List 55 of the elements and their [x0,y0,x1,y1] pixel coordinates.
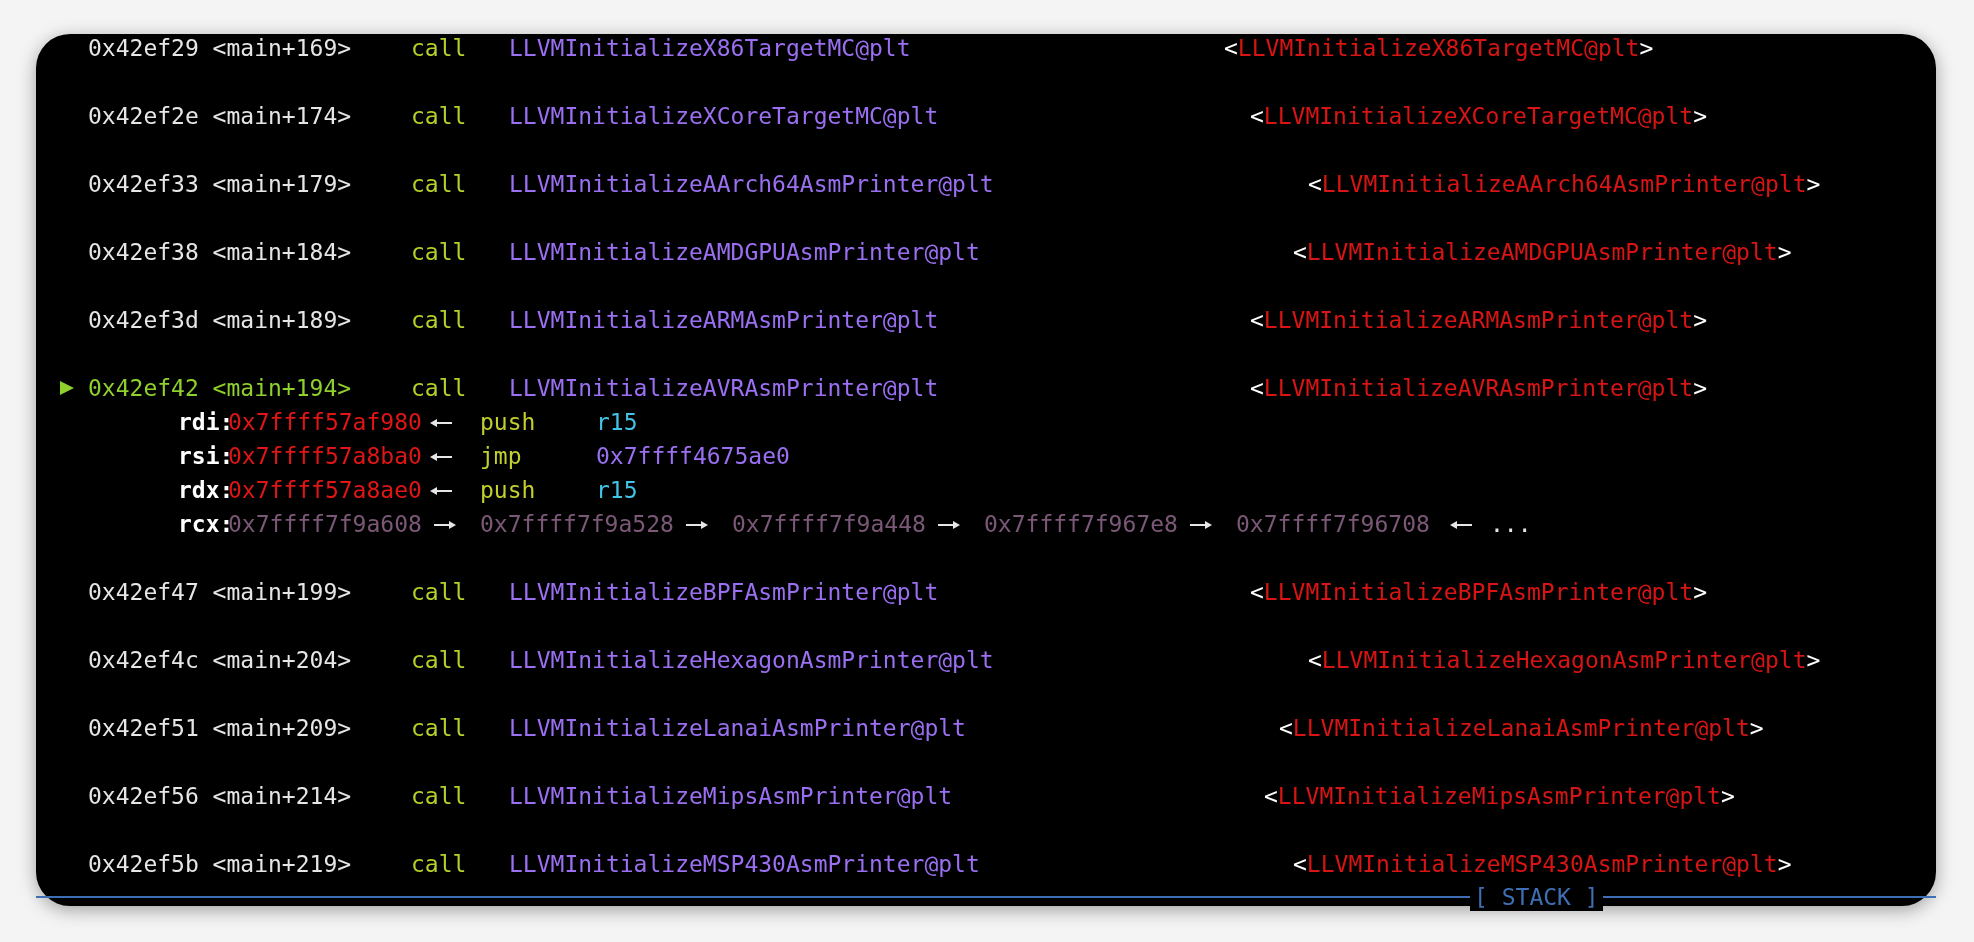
instruction-address: 0x42ef51 <main+209> [88,714,352,742]
call-operand-symbol: LLVMInitializeAMDGPUAsmPrinter@plt [509,238,980,266]
call-target-symbol: <LLVMInitializeAArch64AsmPrinter@plt> [1308,170,1821,198]
pointer-chain-value: 0x7ffff7f96708 [1236,510,1430,538]
call-target-symbol: <LLVMInitializeAMDGPUAsmPrinter@plt> [1293,238,1792,266]
instruction-operand: 0x7ffff4675ae0 [596,442,790,470]
instruction-mnemonic: push [480,408,536,436]
call-operand-symbol: LLVMInitializeHexagonAsmPrinter@plt [509,646,994,674]
instruction-mnemonic: call [411,306,467,334]
instruction-operand: r15 [596,408,638,436]
instruction-address: 0x42ef38 <main+184> [88,238,352,266]
call-operand-symbol: LLVMInitializeMipsAsmPrinter@plt [509,782,953,810]
instruction-mnemonic: jmp [480,442,522,470]
instruction-address: 0x42ef42 <main+194> [88,374,352,402]
instruction-address: 0x42ef29 <main+169> [88,34,352,62]
instruction-operand: r15 [596,476,638,504]
instruction-address: 0x42ef33 <main+179> [88,170,352,198]
instruction-mnemonic: call [411,34,467,62]
instruction-address: 0x42ef4c <main+204> [88,646,352,674]
instruction-mnemonic: call [411,578,467,606]
instruction-mnemonic: call [411,102,467,130]
call-operand-symbol: LLVMInitializeMSP430AsmPrinter@plt [509,850,980,878]
instruction-mnemonic: call [411,850,467,878]
call-target-symbol: <LLVMInitializeMSP430AsmPrinter@plt> [1293,850,1792,878]
pointer-chain-value: 0x7ffff7f9a528 [480,510,674,538]
call-target-symbol: <LLVMInitializeX86TargetMC@plt> [1224,34,1654,62]
call-operand-symbol: LLVMInitializeAArch64AsmPrinter@plt [509,170,994,198]
ellipsis: ... [1490,510,1532,538]
call-operand-symbol: LLVMInitializeLanaiAsmPrinter@plt [509,714,966,742]
call-operand-symbol: LLVMInitializeX86TargetMC@plt [509,34,911,62]
call-target-symbol: <LLVMInitializeBPFAsmPrinter@plt> [1250,578,1707,606]
call-operand-symbol: LLVMInitializeBPFAsmPrinter@plt [509,578,939,606]
pointer-chain-value: 0x7ffff7f967e8 [984,510,1178,538]
instruction-mnemonic: call [411,238,467,266]
call-target-symbol: <LLVMInitializeMipsAsmPrinter@plt> [1264,782,1735,810]
instruction-mnemonic: call [411,374,467,402]
call-target-symbol: <LLVMInitializeARMAsmPrinter@plt> [1250,306,1707,334]
instruction-mnemonic: call [411,646,467,674]
instruction-address: 0x42ef3d <main+189> [88,306,352,334]
instruction-mnemonic: call [411,714,467,742]
instruction-mnemonic: push [480,476,536,504]
instruction-address: 0x42ef2e <main+174> [88,102,352,130]
call-target-symbol: <LLVMInitializeAVRAsmPrinter@plt> [1250,374,1707,402]
call-operand-symbol: LLVMInitializeAVRAsmPrinter@plt [509,374,939,402]
call-target-symbol: <LLVMInitializeHexagonAsmPrinter@plt> [1308,646,1821,674]
instruction-mnemonic: call [411,782,467,810]
call-operand-symbol: LLVMInitializeARMAsmPrinter@plt [509,306,939,334]
instruction-address: 0x42ef47 <main+199> [88,578,352,606]
pointer-chain-value: 0x7ffff7f9a448 [732,510,926,538]
instruction-mnemonic: call [411,170,467,198]
instruction-address: 0x42ef56 <main+214> [88,782,352,810]
instruction-address: 0x42ef5b <main+219> [88,850,352,878]
call-operand-symbol: LLVMInitializeXCoreTargetMC@plt [509,102,939,130]
call-target-symbol: <LLVMInitializeXCoreTargetMC@plt> [1250,102,1707,130]
call-target-symbol: <LLVMInitializeLanaiAsmPrinter@plt> [1279,714,1764,742]
